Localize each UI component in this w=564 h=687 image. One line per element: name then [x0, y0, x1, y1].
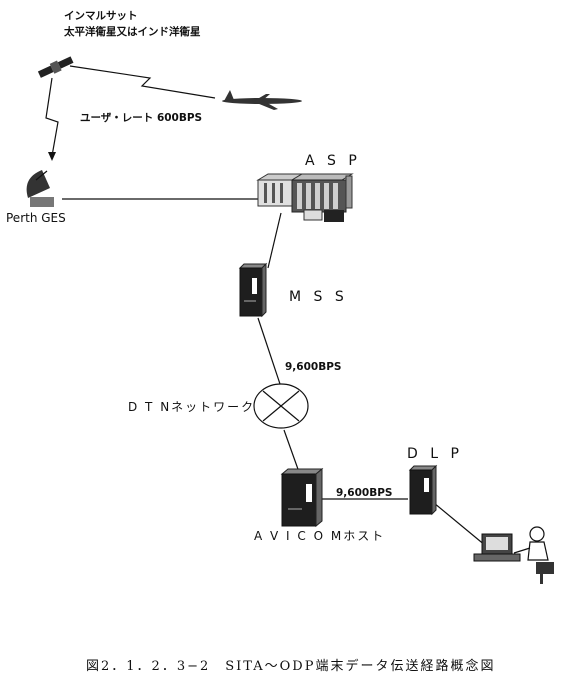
satellite-icon [37, 56, 74, 78]
link-speed-avicom-dlp: 9,600BPS [336, 487, 393, 499]
ground-station-label: Perth GES [6, 211, 66, 225]
avicom-server-icon [280, 467, 324, 528]
mss-label: M S S [289, 289, 348, 305]
satellite-name-label: インマルサット [64, 10, 138, 22]
dtn-avicom-link [283, 429, 300, 473]
terminal-workstation-icon [473, 526, 554, 584]
link-speed-mss-dtn: 9,600BPS [285, 361, 342, 373]
aircraft-icon [222, 90, 302, 110]
satellite-dish-icon [26, 170, 54, 207]
dlp-server-icon [408, 464, 438, 516]
asp-label: A S P [305, 153, 361, 169]
dlp-terminal-link [433, 502, 487, 547]
downlink-arrowhead [48, 152, 56, 161]
mss-server-icon [238, 262, 268, 318]
dtn-network-label: D T Nネットワーク [128, 400, 256, 414]
connection-lines [45, 65, 487, 547]
asp-mainframe-icon [256, 173, 354, 222]
avicom-host-label: A V I C O Mホスト [254, 529, 386, 543]
satellite-ges-link [45, 77, 59, 157]
user-rate-label: ユーザ・レート 600BPS [80, 112, 203, 124]
satellite-aircraft-link [69, 65, 216, 99]
mss-dtn-link [257, 317, 281, 385]
dlp-label: D L P [407, 446, 463, 462]
figure-caption: 図2．1．2．3−2 SITA〜ODP端末データ伝送経路概念図 [86, 659, 496, 674]
satellite-region-label: 太平洋衛星又はインド洋衛星 [64, 26, 201, 38]
asp-mss-link [267, 212, 282, 269]
dtn-network-icon [253, 383, 309, 429]
